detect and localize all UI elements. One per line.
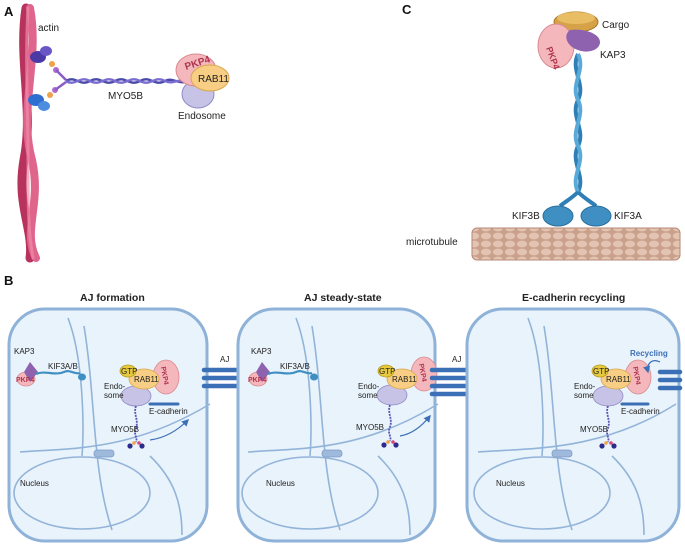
- cargo-complex: [537, 11, 600, 69]
- gtp-label-2: GTP: [379, 367, 395, 376]
- aj-label-2: AJ: [452, 355, 461, 364]
- microtubule-label: microtubule: [406, 237, 458, 248]
- microtubule: [471, 227, 681, 261]
- endo2-label-2: some: [358, 391, 378, 400]
- cell-1: Nucleus KAP3 PKP4 KIF3A/B GTP: [7, 307, 211, 543]
- myo5b-label: MYO5B: [108, 91, 143, 102]
- endosome-label-a: Endosome: [178, 111, 226, 122]
- kinesin-motor-heads: [542, 205, 612, 227]
- pkp4-small-label-2: PKP4: [248, 377, 266, 384]
- ecad-label-3: E-cadherin: [621, 407, 660, 416]
- endo1-label-1: Endo-: [104, 382, 126, 391]
- pkp4-label-3: PKP4: [631, 366, 641, 385]
- rab11-label-1: RAB11: [134, 375, 159, 384]
- panel-b: B AJ formation AJ steady-state E-cadheri…: [4, 273, 683, 543]
- kinesin-complex-1: [16, 362, 86, 387]
- kap3-label-1: KAP3: [14, 347, 35, 356]
- endo2-label-3: some: [574, 391, 594, 400]
- cell2-body: [236, 307, 437, 543]
- cell3-body: [465, 307, 681, 543]
- adherens-junction-3: [657, 369, 683, 391]
- pkp4-label-1: PKP4: [159, 366, 169, 385]
- nucleus-label-2: Nucleus: [266, 479, 295, 488]
- gtp-label-1: GTP: [121, 367, 137, 376]
- kap3-label-c: KAP3: [600, 50, 626, 61]
- kif3ab-label-2: KIF3A/B: [280, 362, 310, 371]
- endo2-label-1: some: [104, 391, 124, 400]
- pkp4-label-2: PKP4: [417, 363, 427, 382]
- kif3b-label: KIF3B: [512, 211, 540, 222]
- nucleus-3: [473, 456, 611, 530]
- cell-2: Nucleus KAP3 PKP4 KIF3A/B GTP RAB11 PKP4…: [236, 307, 439, 543]
- panel-a-letter: A: [4, 4, 14, 19]
- myo5b-coiled-coil: [54, 69, 187, 92]
- panel-a: A actin MYO5B: [4, 3, 230, 263]
- myo5b-2: [381, 404, 399, 448]
- endosome-complex-1: [119, 359, 180, 407]
- myo5b-1: [127, 405, 145, 449]
- endosome-complex-a: [175, 53, 230, 109]
- nucleus-1: [13, 456, 151, 530]
- endosome-complex-2: [376, 356, 438, 406]
- endo1-label-2: Endo-: [358, 382, 380, 391]
- cell1-title: AJ formation: [80, 292, 145, 304]
- aj-label-1: AJ: [220, 355, 229, 364]
- myo5b-label-1: MYO5B: [111, 425, 139, 434]
- cell1-body: [7, 307, 209, 543]
- actin-label: actin: [38, 23, 59, 34]
- panel-c: C Cargo KAP3 PKP4 KIF3B KIF3A microtubul…: [402, 2, 681, 261]
- myo5b-3: [599, 405, 617, 449]
- cell-3: Nucleus GTP RAB11 PKP4 Endo- some E-cadh…: [465, 307, 683, 543]
- nucleus-label-3: Nucleus: [496, 479, 525, 488]
- nucleus-2: [241, 456, 379, 530]
- kap3-label-2: KAP3: [251, 347, 272, 356]
- kinesin-stalk: [558, 53, 598, 208]
- ecad-label-1: E-cadherin: [149, 407, 188, 416]
- cell2-title: AJ steady-state: [304, 292, 382, 304]
- endosome-complex-3: [591, 359, 652, 407]
- actin-filament: [17, 3, 40, 263]
- rab11-label-a: RAB11: [198, 74, 229, 85]
- cell3-title: E-cadherin recycling: [522, 292, 625, 304]
- gtp-label-3: GTP: [593, 367, 609, 376]
- endo1-label-3: Endo-: [574, 382, 596, 391]
- panel-c-letter: C: [402, 2, 412, 17]
- nucleus-label-1: Nucleus: [20, 479, 49, 488]
- recycling-label: Recycling: [630, 349, 668, 358]
- rab11-label-2: RAB11: [392, 375, 417, 384]
- rab11-label-3: RAB11: [606, 375, 631, 384]
- panel-b-letter: B: [4, 273, 13, 288]
- cargo-label: Cargo: [602, 20, 630, 31]
- kif3ab-label-1: KIF3A/B: [48, 362, 78, 371]
- myo5b-label-2: MYO5B: [356, 423, 384, 432]
- myo5b-label-3: MYO5B: [580, 425, 608, 434]
- pkp4-small-label-1: PKP4: [16, 377, 34, 384]
- recycling-arrow: [643, 360, 661, 374]
- kif3a-label: KIF3A: [614, 211, 642, 222]
- kinesin-complex-2: [248, 362, 318, 387]
